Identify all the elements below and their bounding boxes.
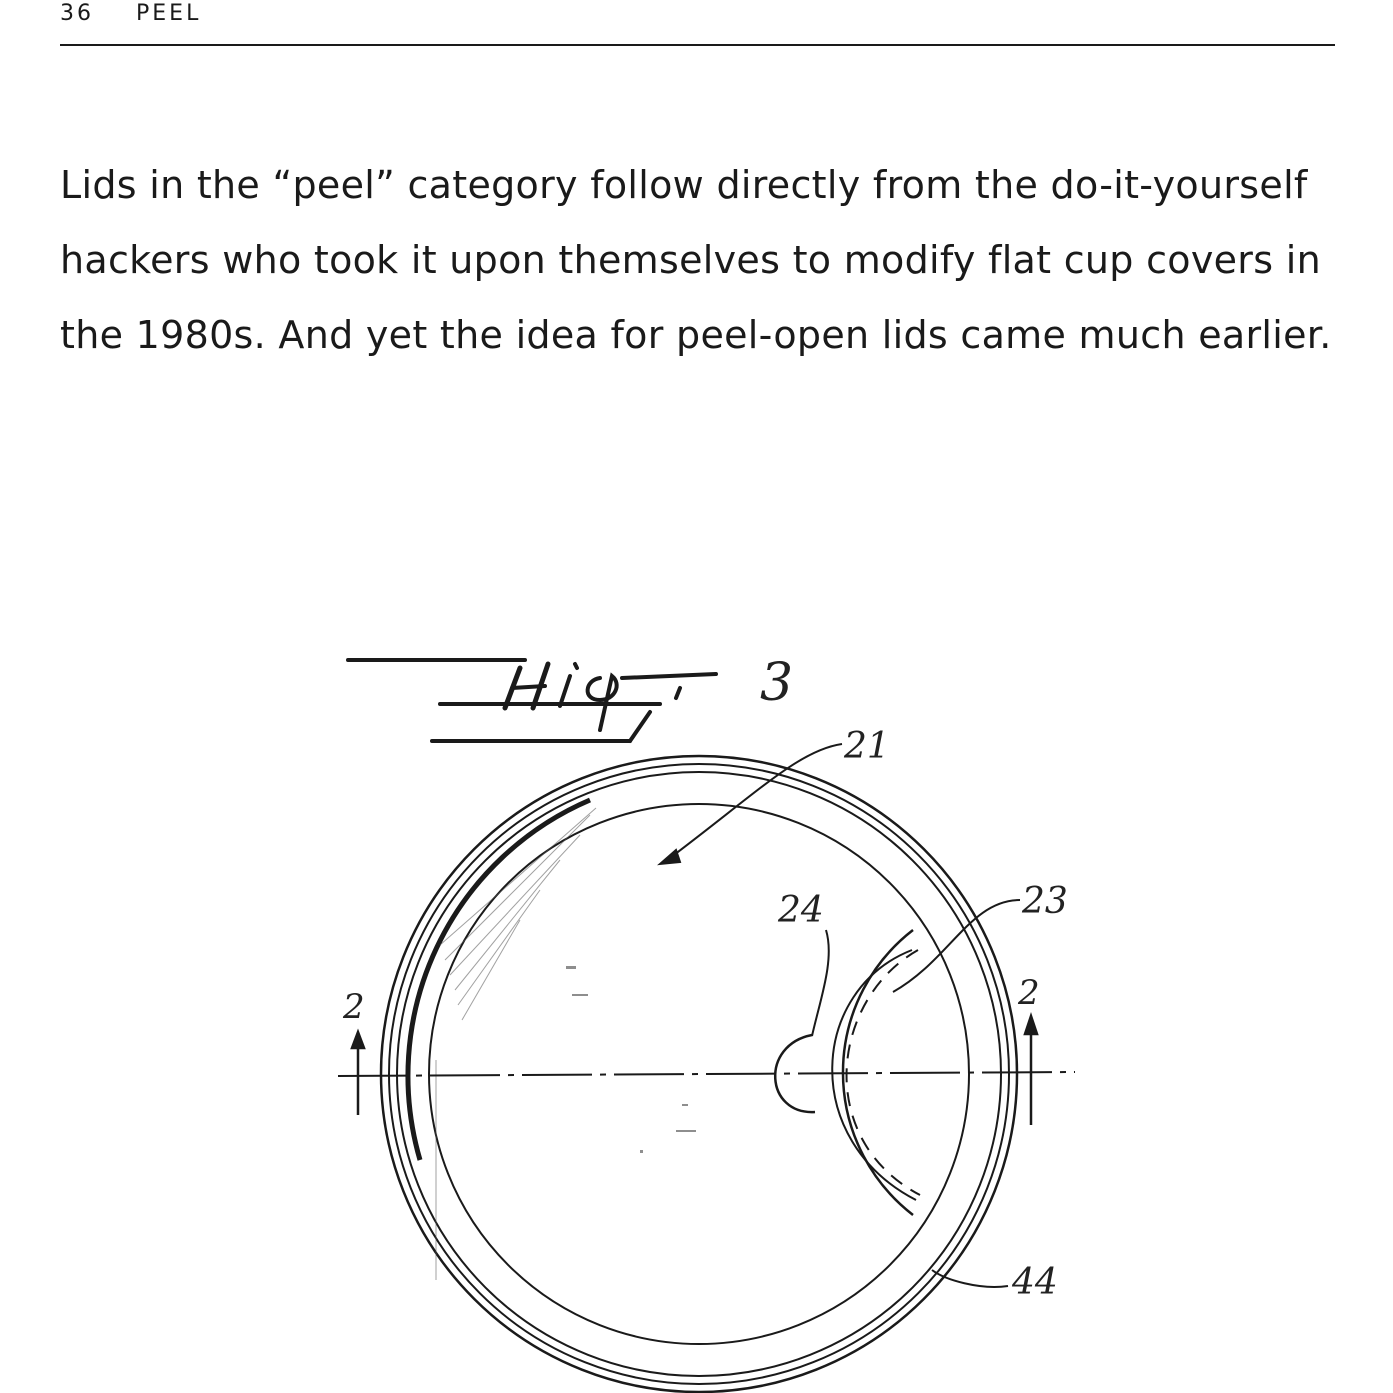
section-label-left: 2 xyxy=(342,987,365,1027)
body-paragraph: Lids in the “peel” category follow direc… xyxy=(60,163,1332,357)
shading xyxy=(435,807,597,1280)
leader-lines xyxy=(656,743,1021,1288)
callout-44: 44 xyxy=(1011,1262,1058,1303)
scan-specks xyxy=(566,966,696,1153)
callout-24: 24 xyxy=(777,890,824,931)
lid-outline xyxy=(379,754,1019,1393)
section-arrows xyxy=(350,1012,1039,1125)
fig-title xyxy=(346,658,718,743)
callout-23: 23 xyxy=(1021,881,1068,922)
peel-tab-area xyxy=(774,929,921,1216)
section-label-right: 2 xyxy=(1017,973,1040,1013)
fig-number: 3 xyxy=(760,653,793,713)
callout-21: 21 xyxy=(843,726,890,767)
page-number: 36 xyxy=(60,1,94,26)
section-title: PEEL xyxy=(136,1,202,26)
running-head: 36 PEEL xyxy=(60,0,1335,46)
section-line xyxy=(337,1071,1076,1077)
